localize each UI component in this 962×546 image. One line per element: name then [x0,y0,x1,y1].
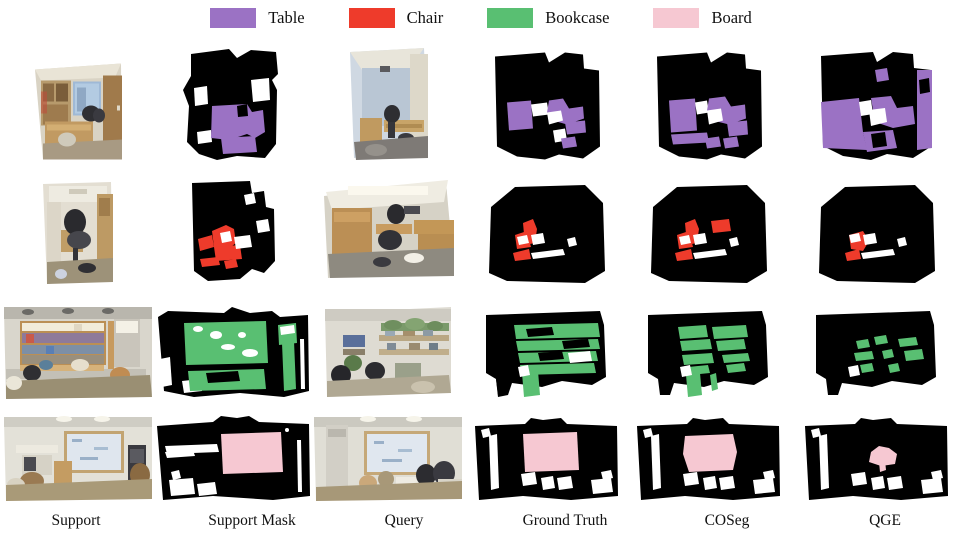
legend-label-board: Board [711,8,752,27]
pointcloud-query-table [340,46,436,164]
pointcloud-support-chair [39,178,117,288]
mask-ground-truth-table [487,47,605,164]
mask-coseg-board [633,416,783,504]
cell-query-bookcase [310,295,465,410]
cell-coseg-board [627,410,789,510]
mask-qge-bookcase [812,303,940,403]
cell-support-mask-bookcase [155,295,310,410]
cell-support-bookcase [0,295,155,410]
pointcloud-support-bookcase [2,303,154,403]
cell-query-table [310,40,465,170]
legend-label-chair: Chair [406,8,444,27]
cell-support-table [0,40,155,170]
column-label-coseg: COSeg [704,512,750,529]
mask-ground-truth-bookcase [482,303,610,403]
cell-support-chair [0,170,155,295]
mask-coseg-table [649,47,767,164]
mask-qge-table [813,46,939,164]
cell-coseg-chair [627,170,789,295]
mask-qge-chair [811,177,941,289]
cell-support-board [0,410,155,510]
cell-support-mask-chair [155,170,310,295]
cell-query-chair [310,170,465,295]
cell-ground-truth-board [465,410,627,510]
cell-qge-table [789,40,962,170]
legend-swatch-board-icon [653,8,700,28]
cell-qge-chair [789,170,962,295]
grid-row-bookcase [0,295,962,410]
mask-support-chair [178,177,288,289]
legend-item-chair: Chair [348,8,488,28]
pointcloud-support-board [2,415,154,505]
cell-ground-truth-chair [465,170,627,295]
legend: Table Chair Bookcase Board [0,0,962,36]
mask-support-board [153,416,313,504]
mask-support-bookcase [154,305,312,401]
column-labels: Support Support Mask Query Ground Truth … [0,512,962,546]
legend-item-board: Board [653,8,752,28]
legend-swatch-chair-icon [348,8,395,28]
pointcloud-support-table [27,48,129,163]
mask-coseg-chair [643,177,773,289]
cell-ground-truth-bookcase [465,295,627,410]
pointcloud-query-board [312,415,464,505]
mask-coseg-bookcase [644,303,772,403]
grid-row-board [0,410,962,510]
cell-qge-board [789,410,962,510]
pointcloud-query-chair [318,178,458,288]
cell-coseg-bookcase [627,295,789,410]
column-label-support: Support [51,512,101,529]
cell-query-board [310,410,465,510]
mask-qge-board [801,416,951,504]
cell-ground-truth-table [465,40,627,170]
cell-support-mask-board [155,410,310,510]
column-label-query: Query [384,512,424,529]
pointcloud-query-bookcase [323,305,453,401]
column-label-ground-truth: Ground Truth [522,512,608,529]
mask-ground-truth-chair [481,177,611,289]
cell-support-mask-table [155,40,310,170]
comparison-grid [0,40,962,510]
column-label-support-mask: Support Mask [208,512,296,529]
mask-ground-truth-board [471,416,621,504]
grid-row-chair [0,170,962,295]
legend-swatch-bookcase-icon [487,8,534,28]
cell-coseg-table [627,40,789,170]
legend-item-bookcase: Bookcase [487,8,653,28]
mask-support-table [177,46,289,164]
column-label-qge: QGE [869,512,901,529]
legend-label-table: Table [268,8,305,27]
grid-row-table [0,40,962,170]
legend-swatch-table-icon [210,8,257,28]
legend-label-bookcase: Bookcase [545,8,610,27]
legend-item-table: Table [210,8,348,28]
cell-qge-bookcase [789,295,962,410]
